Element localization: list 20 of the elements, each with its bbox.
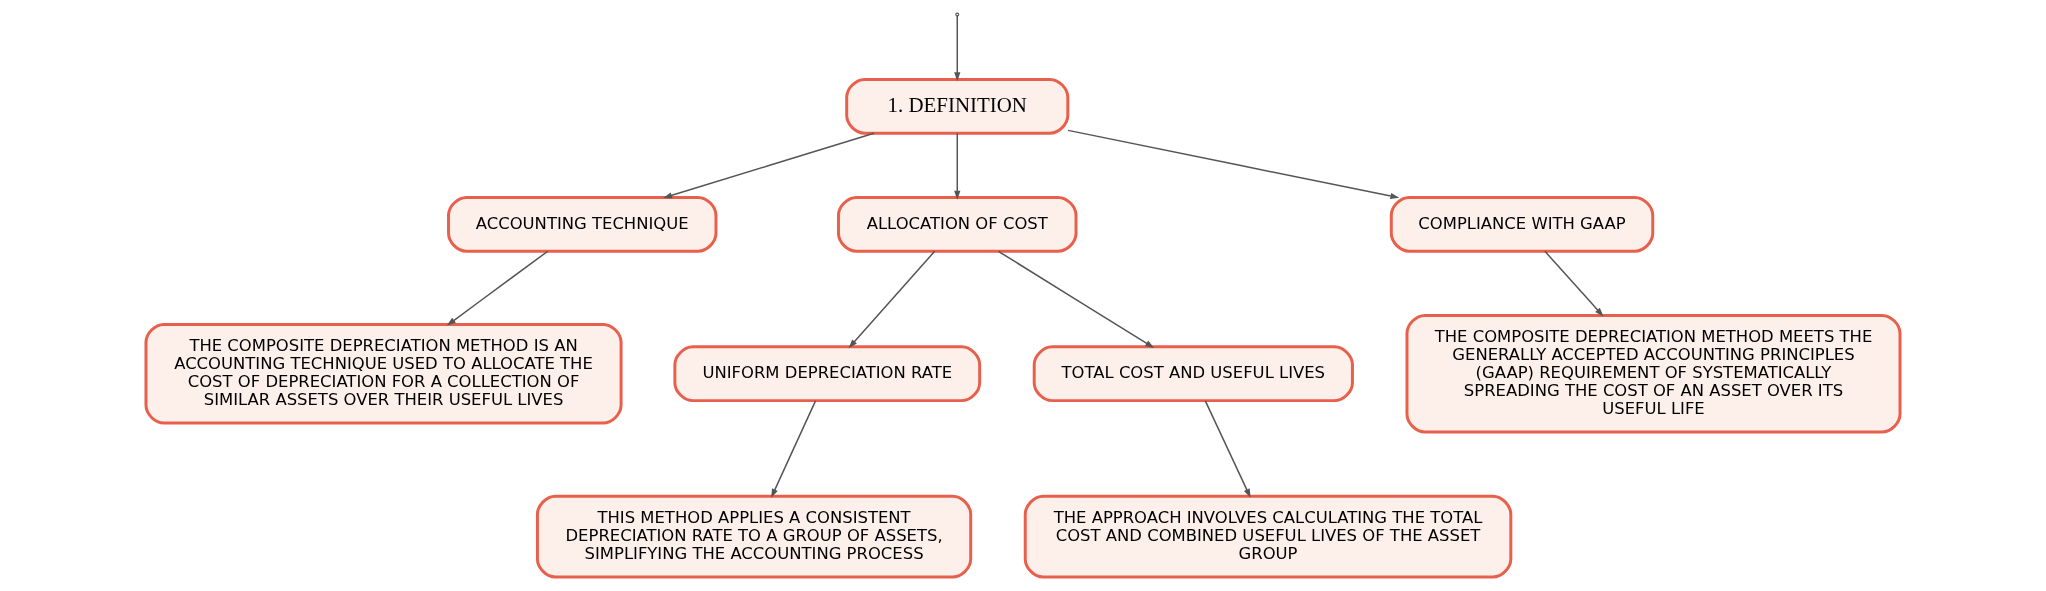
node-box: COMPLIANCE WITH GAAP bbox=[1389, 195, 1655, 253]
arrow bbox=[848, 250, 936, 349]
arrow bbox=[954, 132, 961, 200]
arrow bbox=[954, 14, 961, 82]
arrow bbox=[997, 250, 1155, 348]
arrow bbox=[1204, 400, 1251, 498]
node-box: ALLOCATION OF COST bbox=[837, 195, 1078, 253]
node-box: THE COMPOSITE DEPRECIATION METHOD IS AN ACCOUNTING TECHNIQUE USED TO ALLOCATE THE COST OF DEPRECIATION FOR A COLLECTION OF SIMILAR ASSETS OVER THEIR USEFUL LIVES bbox=[144, 322, 623, 425]
node-box: ACCOUNTING TECHNIQUE bbox=[447, 195, 718, 253]
node-box: UNIFORM DEPRECIATION RATE bbox=[673, 345, 982, 403]
arrow bbox=[446, 250, 549, 326]
node-box: THIS METHOD APPLIES A CONSISTENT DEPRECIATION RATE TO A GROUP OF ASSETS, SIMPLIFYING THE ACCOUNTING PROCESS bbox=[535, 494, 973, 579]
node-box: THE APPROACH INVOLVES CALCULATING THE TOTAL COST AND COMBINED USEFUL LIVES OF THE ASSET GROUP bbox=[1023, 494, 1513, 579]
arrow bbox=[771, 400, 817, 498]
arrow bbox=[1067, 129, 1400, 200]
arrow bbox=[1544, 250, 1604, 317]
node-box: TOTAL COST AND USEFUL LIVES bbox=[1032, 345, 1354, 403]
arrow bbox=[663, 132, 875, 199]
node-box: 1. DEFINITION bbox=[845, 77, 1070, 135]
node-box: THE COMPOSITE DEPRECIATION METHOD MEETS THE GENERALLY ACCEPTED ACCOUNTING PRINCIPLES (GAAP) REQUIREMENT OF SYSTEMATICALLY SPREADING THE COST OF AN ASSET OVER ITS USEFUL LIFE bbox=[1405, 313, 1902, 434]
